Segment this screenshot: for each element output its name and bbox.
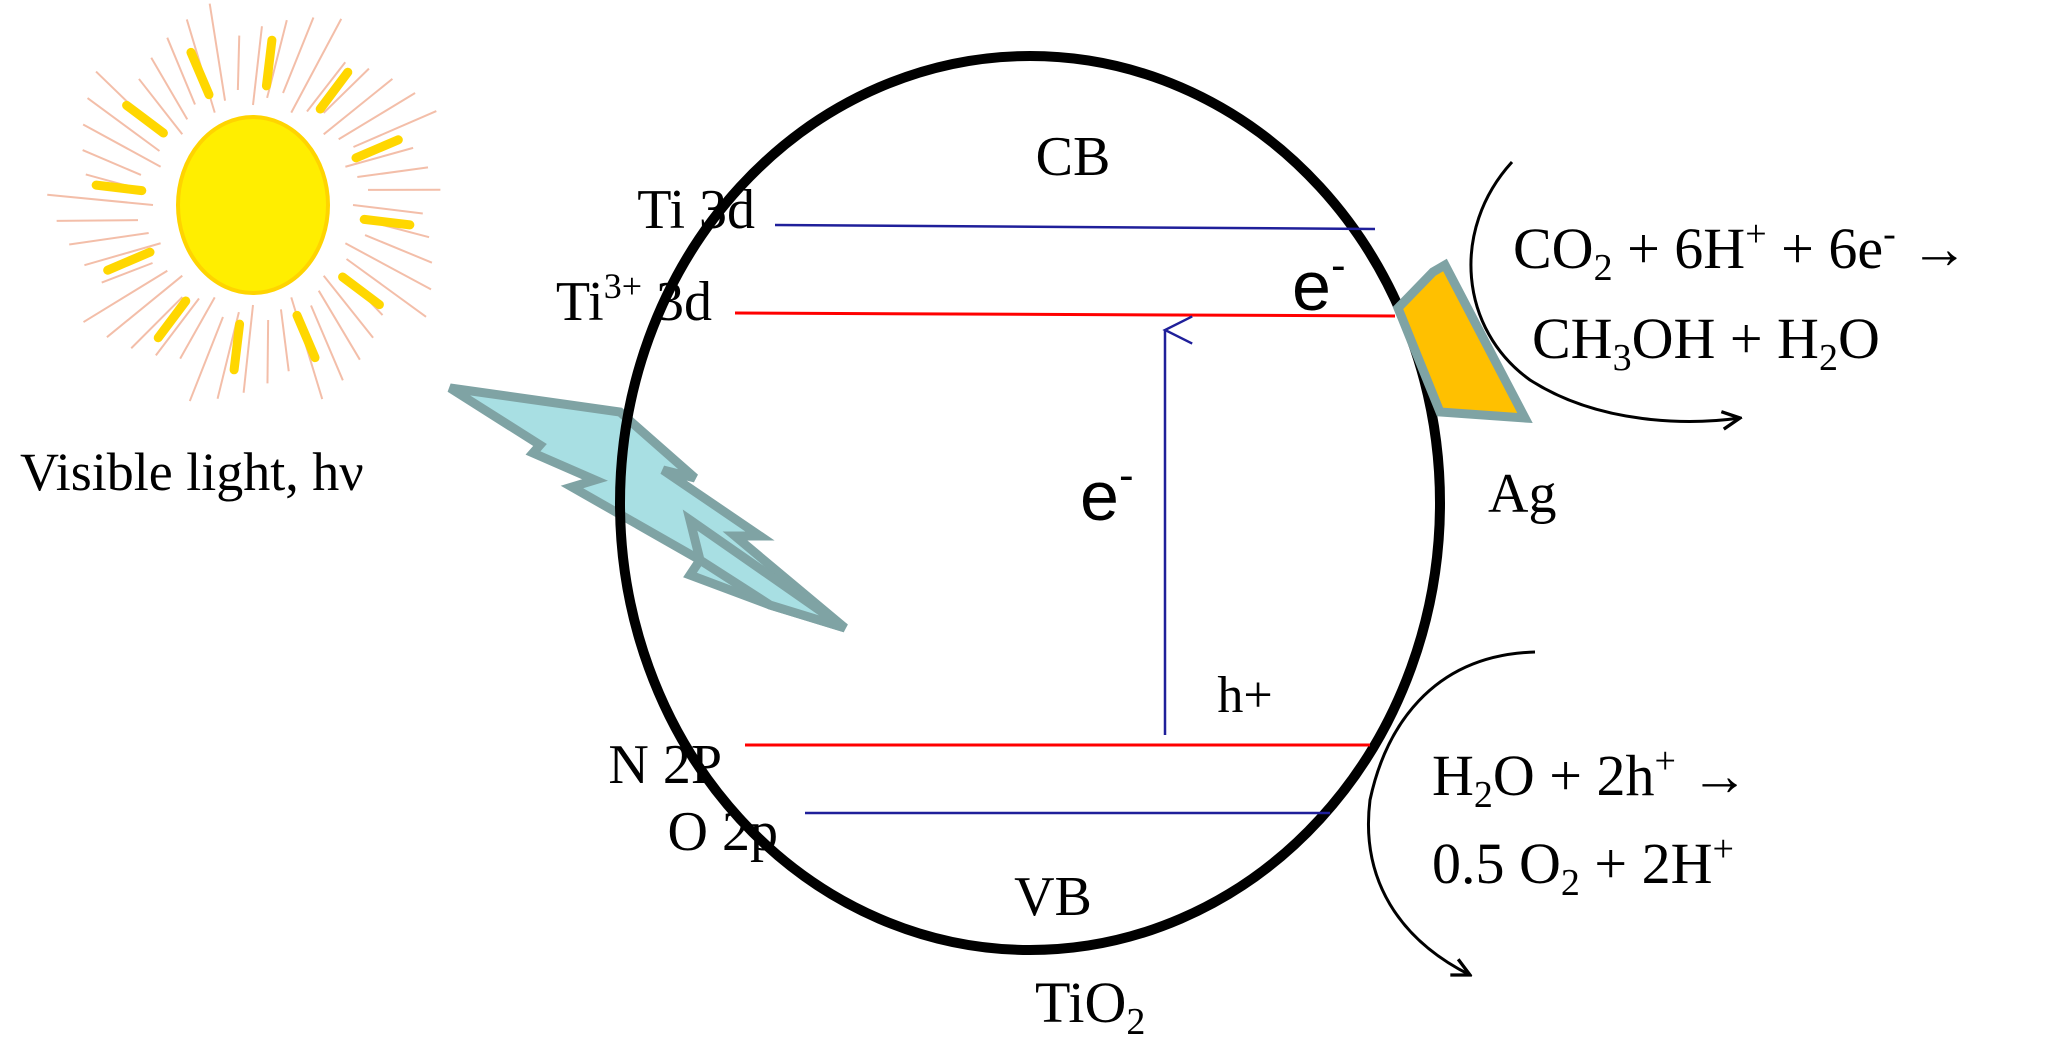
sun-ray bbox=[315, 67, 353, 114]
ti3plus-level-line bbox=[734, 311, 1396, 318]
sun-ray-thin bbox=[86, 97, 161, 152]
tio2-label: TiO2 bbox=[1035, 970, 1145, 1043]
o2p-label: O 2p bbox=[668, 801, 778, 863]
sun-ray-thin bbox=[322, 275, 374, 339]
n2p-label: N 2P bbox=[608, 734, 722, 796]
sun-ray-thin bbox=[282, 17, 315, 94]
lightning-bolt-tip bbox=[682, 509, 848, 633]
sun-ray-thin bbox=[322, 67, 370, 114]
sun-ray-thin bbox=[84, 242, 161, 267]
hole-label: h+ bbox=[1217, 667, 1272, 724]
sun-ray-thin bbox=[306, 61, 347, 113]
sun-ray-thin bbox=[345, 258, 427, 318]
sun-ray-thin bbox=[317, 290, 361, 361]
sun-ray-thin bbox=[188, 316, 224, 402]
sun-ray bbox=[153, 296, 191, 343]
sun-ray-thin bbox=[47, 193, 154, 206]
sun-ray-thin bbox=[155, 297, 200, 356]
visible-light-label: Visible light, hν bbox=[20, 442, 364, 502]
sun-ray-thin bbox=[290, 18, 343, 114]
sun-ray-thin bbox=[357, 166, 429, 179]
sun-ray-thin bbox=[138, 78, 184, 135]
cb-label: CB bbox=[1036, 126, 1111, 188]
sun-ray bbox=[338, 272, 384, 310]
sun-ray-thin bbox=[364, 234, 433, 264]
sun-ray-thin bbox=[101, 262, 153, 284]
oxidation-arrow bbox=[1367, 650, 1536, 975]
sun-ray-thin bbox=[56, 219, 139, 222]
sun-ray-thin bbox=[279, 309, 290, 372]
sun-ray-thin bbox=[208, 3, 227, 101]
cb-electron-label: e- bbox=[1292, 241, 1346, 325]
sun-ray-thin bbox=[69, 231, 149, 246]
sun-ray-thin bbox=[236, 35, 241, 91]
reduction-arrow bbox=[1469, 160, 1740, 421]
oxidation-eq-line1: H2O + 2h+ → bbox=[1432, 740, 1748, 816]
sun-ray bbox=[261, 35, 277, 91]
sun-ray-thin bbox=[82, 269, 168, 323]
sun-ray-thin bbox=[106, 274, 183, 338]
sun-ray bbox=[292, 310, 320, 363]
sun-ray-thin bbox=[166, 37, 196, 105]
sun-ray-thin bbox=[344, 242, 432, 291]
sun-ray bbox=[103, 247, 155, 275]
tio2-particle bbox=[615, 51, 1445, 955]
sun-ray-thin bbox=[266, 319, 270, 384]
sun-ray bbox=[351, 135, 403, 163]
sun-ray bbox=[186, 47, 214, 100]
sun-ray-thin bbox=[310, 305, 344, 381]
sun-ray-thin bbox=[323, 78, 394, 136]
sun-ray-thin bbox=[353, 110, 437, 148]
ti3plus-label: Ti3+ 3d bbox=[556, 266, 712, 333]
sun-ray-thin bbox=[150, 57, 189, 120]
sun-icon bbox=[47, 3, 441, 402]
sun-ray-thin bbox=[82, 123, 162, 168]
oxidation-eq-line2: 0.5 O2 + 2H+ bbox=[1432, 828, 1734, 904]
sun-ray bbox=[359, 214, 415, 230]
sun-ray-thin bbox=[179, 296, 216, 360]
vb-label: VB bbox=[1014, 866, 1092, 928]
ti3d-level-line bbox=[774, 223, 1376, 231]
sun-ray-thin bbox=[352, 204, 423, 215]
ti3d-label: Ti 3d bbox=[637, 179, 755, 241]
ag-label: Ag bbox=[1488, 463, 1556, 525]
excitation-electron-label: e- bbox=[1080, 451, 1134, 535]
sun-ray bbox=[91, 180, 147, 196]
sun-ray bbox=[122, 100, 168, 138]
reduction-eq-line2: CH3OH + H2O bbox=[1532, 306, 1880, 379]
sun-ray-thin bbox=[345, 146, 414, 168]
sun-ray-thin bbox=[338, 92, 416, 141]
sun-ray-thin bbox=[252, 26, 263, 106]
ag-cocatalyst bbox=[1392, 258, 1533, 424]
sun-ray-thin bbox=[242, 304, 254, 393]
sun-ray-thin bbox=[130, 296, 184, 349]
sun-ray bbox=[229, 319, 245, 375]
reduction-eq-line1: CO2 + 6H+ + 6e- → bbox=[1513, 213, 1968, 289]
sun-ray-thin bbox=[82, 149, 142, 176]
